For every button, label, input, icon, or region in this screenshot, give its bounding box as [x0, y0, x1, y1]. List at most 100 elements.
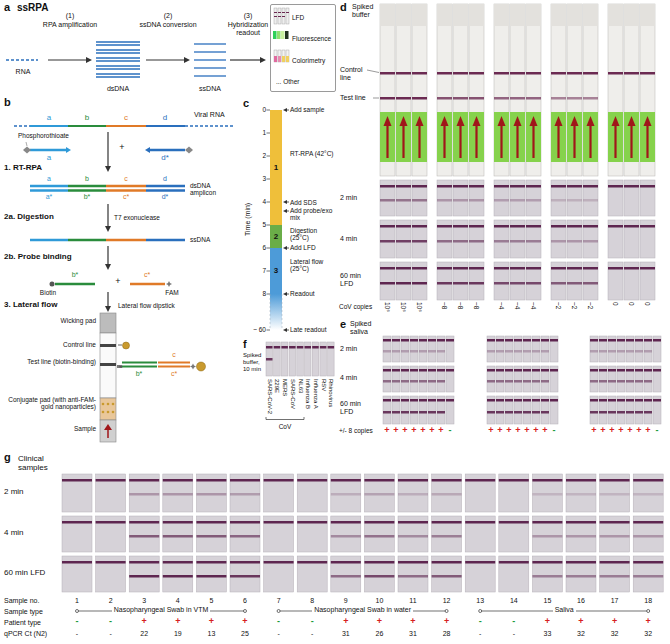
probe [130, 283, 165, 286]
control-band [266, 346, 273, 349]
phosphorothioate-mark [185, 147, 193, 154]
table-cell: Saliva [553, 606, 576, 614]
segment-label: d [159, 113, 171, 122]
test-band [432, 493, 462, 496]
flow-arrow [500, 124, 502, 158]
test-strip [626, 336, 634, 362]
band-number: 1 [274, 164, 278, 172]
test-strip [510, 180, 525, 216]
test-strip [583, 180, 598, 216]
test-strip [196, 556, 226, 592]
test-strip [600, 556, 630, 592]
control-band [230, 521, 260, 524]
control-band [496, 369, 504, 372]
test-band [510, 97, 525, 100]
segment-label: a [43, 175, 55, 183]
control-band [62, 561, 92, 564]
test-strip [514, 396, 522, 424]
gold-particle [197, 362, 206, 371]
control-band [640, 185, 655, 188]
virus-name: Rhinovirus [327, 379, 334, 407]
test-strip [465, 556, 495, 592]
test-band [412, 240, 427, 243]
sample-sign: - [449, 425, 452, 435]
leader-line [26, 142, 27, 146]
test-band [617, 411, 625, 414]
control-band [383, 369, 391, 372]
test-band [526, 282, 541, 285]
test-strip [392, 396, 400, 424]
test-band [487, 350, 495, 353]
test-strip [608, 336, 616, 362]
test-strip [599, 336, 607, 362]
test-band [599, 411, 607, 414]
control-band [383, 339, 391, 342]
timeline-band: 2 [270, 225, 282, 248]
span-end [479, 610, 482, 613]
control-band [305, 346, 312, 349]
sample-pad-marker [412, 112, 427, 162]
test-strip [297, 474, 327, 512]
control-band [163, 561, 193, 564]
sample-sign: + [533, 425, 538, 435]
test-strip [505, 366, 513, 392]
amplicon-strand [158, 362, 190, 364]
table-cell: + [343, 616, 348, 626]
test-band [469, 97, 484, 100]
test-strip [640, 4, 655, 176]
test-band [383, 380, 391, 383]
test-strip [526, 4, 541, 176]
test-strip [281, 342, 288, 376]
test-strip [469, 262, 484, 300]
test-strip [401, 396, 409, 424]
test-band [437, 282, 452, 285]
control-band [550, 339, 558, 342]
test-strip [410, 336, 418, 362]
sample-pad-marker [551, 112, 566, 162]
test-strip [428, 396, 436, 424]
test-band [419, 380, 427, 383]
label: Test line [340, 94, 378, 102]
control-band [608, 369, 616, 372]
test-band [494, 240, 509, 243]
test-band [551, 282, 566, 285]
test-band [432, 575, 462, 578]
flow-arrow [630, 124, 632, 158]
table-cell: 18 [644, 597, 652, 605]
sample-pad-marker [567, 112, 582, 162]
flow-head [498, 116, 506, 126]
test-strip [401, 336, 409, 362]
sample-pad-marker [583, 112, 598, 162]
control-band [419, 399, 427, 402]
leader-arrow [287, 248, 289, 249]
strip-label-area [510, 4, 525, 26]
control-band [600, 561, 630, 564]
test-strip [320, 342, 327, 376]
copy-number: ~8 [441, 302, 448, 309]
sample-pad [100, 420, 116, 442]
control-band [633, 479, 663, 482]
fluorescence-icon [285, 31, 289, 39]
control-band [446, 369, 454, 372]
control-band [635, 399, 643, 402]
dsdna-strand [96, 49, 140, 50]
band-number: 2 [274, 233, 278, 241]
table-cell: 6 [243, 597, 247, 605]
test-strip [264, 516, 294, 552]
arrow-head [283, 246, 287, 250]
control-band [437, 369, 445, 372]
test-strip [446, 336, 454, 362]
test-strip [551, 262, 566, 300]
test-strip [567, 180, 582, 216]
segment-label: a* [42, 193, 56, 201]
test-band [541, 411, 549, 414]
test-band [453, 199, 468, 202]
membrane [100, 333, 116, 398]
test-band [532, 411, 540, 414]
time-tick [267, 330, 271, 331]
control-band [129, 561, 159, 564]
test-strip [331, 516, 361, 552]
control-band [230, 561, 260, 564]
event-label: RT-RPA (42°C) [290, 150, 334, 157]
test-band [331, 575, 361, 578]
